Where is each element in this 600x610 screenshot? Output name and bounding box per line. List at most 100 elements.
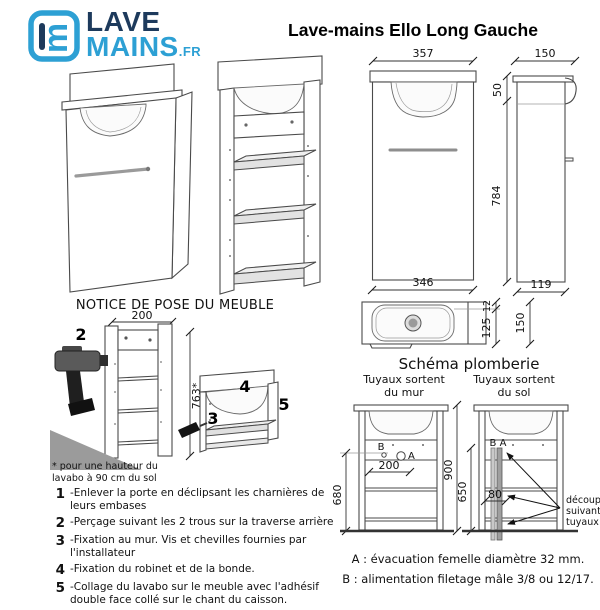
page-title: Lave-mains Ello Long Gauche bbox=[288, 20, 538, 40]
wall-plug-icon bbox=[178, 422, 200, 438]
notice-marker-4: 4 bbox=[239, 377, 250, 396]
top-panel bbox=[473, 404, 569, 412]
step-text: -Enlever la porte en déclipsant les char… bbox=[70, 487, 325, 513]
right-stile bbox=[303, 79, 321, 287]
top-panel bbox=[369, 70, 477, 83]
front-dim-bottom: 346 bbox=[413, 276, 434, 289]
drawing-assembly: 4 5 3 bbox=[178, 369, 290, 453]
notice-heading: NOTICE DE POSE DU MEUBLE bbox=[75, 298, 275, 313]
cutout-arrow bbox=[507, 494, 561, 509]
logo-suffix-fr: .FR bbox=[178, 43, 202, 59]
point-a-hole bbox=[396, 451, 406, 461]
side-dim-top: 150 bbox=[535, 47, 556, 60]
installation-steps: 1-Enlever la porte en déclipsant les cha… bbox=[52, 487, 348, 610]
plumbing-heading: Schéma plomberie bbox=[398, 355, 540, 373]
basin-profile bbox=[564, 77, 577, 105]
step-item: 5 -Collage du lavabo sur le meuble avec l… bbox=[52, 581, 348, 607]
logo-icon: m bbox=[28, 10, 80, 62]
frame-shelves bbox=[117, 375, 159, 446]
towel-bar-end bbox=[145, 166, 151, 172]
body-profile bbox=[516, 81, 566, 283]
rear-traverse bbox=[233, 111, 305, 139]
pipe-b bbox=[490, 447, 496, 541]
basin-3d bbox=[233, 83, 305, 115]
pipe-a bbox=[496, 447, 503, 541]
floor-dim-height: 650 bbox=[456, 482, 469, 503]
top-panel-profile bbox=[512, 75, 574, 83]
traverse-hole bbox=[244, 123, 248, 127]
point-a-label: A bbox=[408, 451, 415, 462]
basin-inner-line bbox=[85, 106, 142, 133]
bottom-edge bbox=[205, 437, 269, 450]
plan-dim-basin: 125 bbox=[480, 318, 493, 339]
cutout-note-line1: découpes bbox=[566, 495, 600, 506]
plug-tip bbox=[199, 422, 208, 427]
basin-outline bbox=[488, 410, 554, 435]
plumbing-wall-label: Tuyaux sortent du mur bbox=[346, 373, 462, 399]
left-stile bbox=[219, 87, 235, 295]
step-number: 2 bbox=[55, 515, 65, 532]
front-lip bbox=[369, 343, 413, 349]
drawing-front-elevation: 357 346 bbox=[367, 47, 478, 295]
shelf-edge bbox=[233, 209, 305, 225]
drain-inner bbox=[408, 318, 418, 328]
drawing-cabinet-3d-open bbox=[217, 55, 323, 295]
step-number: 5 bbox=[55, 580, 65, 597]
side-dim-height: 784 bbox=[490, 186, 503, 207]
step-text: -Fixation au mur. Vis et chevilles fourn… bbox=[70, 534, 307, 560]
left-stile bbox=[199, 391, 207, 453]
logo-lavemains: m LAVE MAINS.FR bbox=[28, 6, 202, 62]
side-dim-bottom: 119 bbox=[531, 278, 552, 291]
drill-icon bbox=[54, 346, 108, 416]
cutout-arrow bbox=[506, 452, 561, 509]
plumbing-legend: A : évacuation femelle diamètre 32 mm. B… bbox=[336, 549, 600, 589]
step-item: 4-Fixation du robinet et de la bonde. bbox=[52, 563, 348, 578]
wall-dim-height-b: 680 bbox=[331, 485, 344, 506]
logo-word-mains-text: MAINS bbox=[86, 30, 179, 62]
top-panel bbox=[353, 404, 449, 412]
footnote-line2: lavabo à 90 cm du sol bbox=[52, 473, 157, 485]
backsplash-panel bbox=[217, 55, 323, 91]
point-b-hole bbox=[381, 452, 387, 458]
wall-dim-total: 900 bbox=[442, 460, 455, 481]
step-text: -Collage du lavabo sur le meuble avec l'… bbox=[70, 581, 319, 607]
frame-holes bbox=[114, 361, 162, 425]
stile-holes bbox=[229, 145, 309, 257]
plumbing-floor-label: Tuyaux sortent du sol bbox=[456, 373, 572, 399]
drawing-plan-view: 12 125 150 bbox=[361, 297, 535, 349]
frame-right-stile bbox=[157, 323, 173, 457]
wall-label-line1: Tuyaux sortent bbox=[363, 373, 445, 386]
side-dim-apron: 50 bbox=[491, 83, 504, 97]
floor-dim-spacing: 80 bbox=[488, 488, 502, 501]
drawing-plumbing: B A 200 680 900 650 B A bbox=[331, 400, 600, 541]
notice-marker-3: 3 bbox=[207, 409, 218, 428]
drawing-installation: 200 763* 2 4 5 3 bbox=[50, 309, 290, 470]
cutout-note-line2: suivant bbox=[566, 506, 600, 517]
front-dim-top: 357 bbox=[413, 47, 434, 60]
traverse-hole bbox=[290, 120, 294, 124]
step-text: -Perçage suivant les 2 trous sur la trav… bbox=[70, 516, 334, 529]
notice-footnote: * pour une hauteur du lavabo à 90 cm du … bbox=[52, 461, 158, 486]
step-item: 3 -Fixation au mur. Vis et chevilles four… bbox=[52, 534, 348, 560]
frame-top-traverse bbox=[117, 329, 159, 351]
drill-hole bbox=[148, 338, 152, 342]
shelf-edge bbox=[205, 423, 269, 437]
wall-dim-spacing: 200 bbox=[379, 459, 400, 472]
plan-dim-lip: 12 bbox=[482, 300, 493, 312]
basin-outline bbox=[368, 410, 434, 435]
frame-left-stile bbox=[104, 325, 119, 459]
notice-marker-2: 2 bbox=[75, 325, 86, 344]
drawing-side-elevation: 150 50 784 119 bbox=[490, 47, 580, 297]
notice-dim-width: 200 bbox=[132, 309, 153, 322]
basin-3d bbox=[79, 103, 147, 137]
floor-wedge bbox=[50, 430, 142, 470]
diagram-pipes-floor: 650 B A 80 découpes suivant tuyaux bbox=[456, 404, 600, 541]
logo-wordmark: LAVE MAINS.FR bbox=[86, 6, 202, 60]
logo-word-mains: MAINS.FR bbox=[86, 32, 202, 60]
step-number: 3 bbox=[55, 533, 65, 550]
points-ba-label: B A bbox=[490, 438, 507, 449]
logo-word-lave: LAVE bbox=[86, 6, 161, 37]
right-stile bbox=[267, 381, 279, 441]
point-b-label: B bbox=[378, 442, 385, 453]
